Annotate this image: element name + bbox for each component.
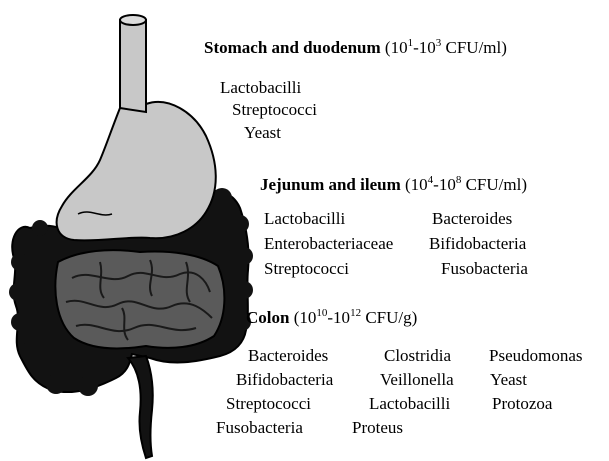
colon-range-dash: -10 xyxy=(327,308,350,327)
jejunum-organism: Fusobacteria xyxy=(441,259,528,279)
colon-organism: Pseudomonas xyxy=(489,346,583,366)
stomach-shape xyxy=(57,102,216,240)
jejunum-range-unit: CFU/ml) xyxy=(461,175,527,194)
colon-organism: Yeast xyxy=(490,370,527,390)
stomach-organism: Lactobacilli xyxy=(220,78,301,98)
colon-range-unit: CFU/g) xyxy=(361,308,417,327)
jejunum-range-dash: -10 xyxy=(433,175,456,194)
colon-organism: Bifidobacteria xyxy=(236,370,333,390)
stomach-range-dash: -10 xyxy=(413,38,436,57)
colon-organism: Lactobacilli xyxy=(369,394,450,414)
colon-organism: Veillonella xyxy=(380,370,454,390)
jejunum-organism: Bifidobacteria xyxy=(429,234,526,254)
jejunum-organism: Bacteroides xyxy=(432,209,512,229)
colon-region-name: Colon xyxy=(246,308,289,327)
colon-organism: Fusobacteria xyxy=(216,418,303,438)
stomach-organism: Streptococci xyxy=(232,100,317,120)
colon-organism: Streptococci xyxy=(226,394,311,414)
stomach-range-unit: CFU/ml) xyxy=(441,38,507,57)
colon-organism: Proteus xyxy=(352,418,403,438)
colon-organism: Bacteroides xyxy=(248,346,328,366)
jejunum-region-name: Jejunum and ileum xyxy=(260,175,401,194)
jejunum-organism: Lactobacilli xyxy=(264,209,345,229)
stomach-organism: Yeast xyxy=(244,123,281,143)
colon-range-exp1: 10 xyxy=(316,307,327,319)
small-intestine-shape xyxy=(55,250,224,348)
jejunum-range-open: (10 xyxy=(405,175,428,194)
colon-organism: Clostridia xyxy=(384,346,451,366)
jejunum-heading: Jejunum and ileum (104-108 CFU/ml) xyxy=(260,175,527,195)
stomach-range-open: (10 xyxy=(385,38,408,57)
stomach-region-name: Stomach and duodenum xyxy=(204,38,381,57)
colon-organism: Protozoa xyxy=(492,394,552,414)
esophagus-shape xyxy=(120,15,146,112)
colon-range-exp2: 12 xyxy=(350,307,361,319)
stomach-heading: Stomach and duodenum (101-103 CFU/ml) xyxy=(204,38,507,58)
jejunum-organism: Streptococci xyxy=(264,259,349,279)
colon-range-open: (10 xyxy=(294,308,317,327)
colon-heading: Colon (1010-1012 CFU/g) xyxy=(246,308,417,328)
jejunum-organism: Enterobacteriaceae xyxy=(264,234,393,254)
